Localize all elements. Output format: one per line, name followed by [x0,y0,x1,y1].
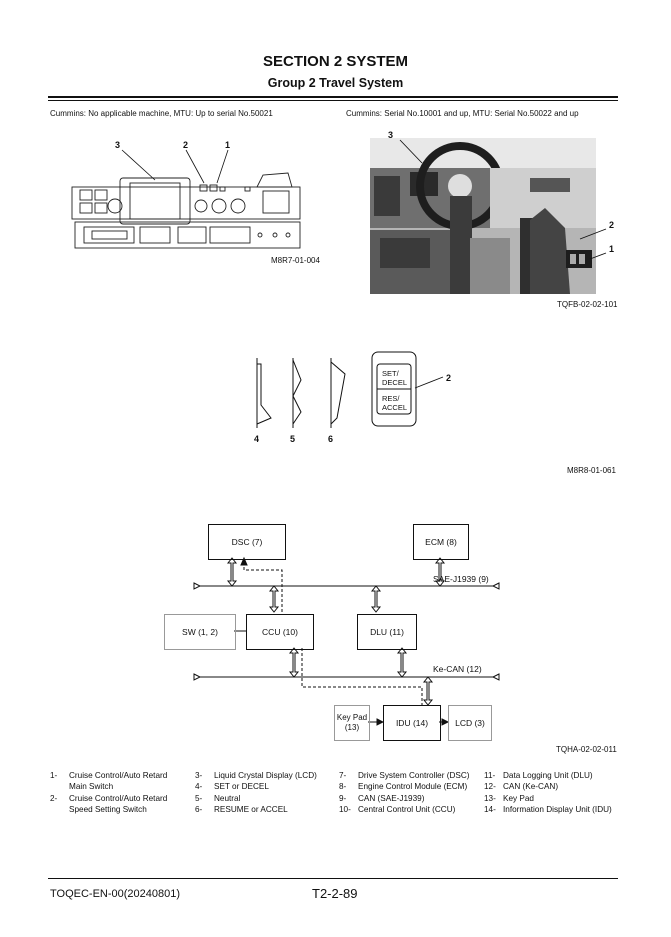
legend-text: Information Display Unit (IDU) [503,804,612,814]
legend-number: 1- [50,771,58,780]
legend-number: 5- [195,793,203,803]
footer-doc-code: TOQEC-EN-00(20240801) [50,888,181,900]
legend-item: 12- CAN (Ke-CAN) [484,781,612,792]
legend-item: 2- Cruise Control/Auto Retard Speed Setti… [50,793,167,816]
footer-rule [48,878,618,879]
lcd-block: LCD (3) [448,705,492,741]
legend-number: 11- [484,771,496,780]
switch-res-accel-label: RES/ ACCEL [382,394,408,412]
left-callout-3: 3 [115,140,121,150]
switch-label-5: 5 [290,434,296,444]
legend-item: 13- Key Pad [484,793,612,804]
legend-item: 11- Data Logging Unit (DLU) [484,770,612,781]
legend-text: Liquid Crystal Display (LCD) [214,771,317,780]
right-figure-caption: Cummins: Serial No.10001 and up, MTU: Se… [346,109,579,118]
block-diagram-lines [193,556,500,726]
legend-text: Neutral [214,793,241,803]
legend-item: 6- RESUME or ACCEL [195,804,317,815]
switch-positions-illustration [256,351,444,428]
header-rule-thin [48,100,618,101]
left-callout-2: 2 [183,140,189,150]
right-callout-leaders [399,139,607,260]
switch-label-6: 6 [328,434,334,444]
idu-block: IDU (14) [383,705,441,741]
legend-column-2: 3- Liquid Crystal Display (LCD) 4- SET or … [195,770,317,815]
legend-text: Data Logging Unit (DLU) [503,771,593,780]
right-callout-1: 1 [609,244,615,254]
legend-text: Engine Control Module (ECM) [358,782,468,792]
legend-column-1: 1- Cruise Control/Auto Retard Main Switch… [50,770,167,815]
legend-number: 6- [195,804,203,814]
right-callout-3: 3 [388,130,394,140]
header-rule-thick [48,96,618,98]
dashboard-illustration [71,149,301,249]
legend-number: 2- [50,793,58,803]
right-callout-2: 2 [609,220,615,230]
switch-label-4: 4 [254,434,260,444]
section-title: SECTION 2 SYSTEM [262,53,409,70]
legend-number: 14- [484,804,496,814]
dlu-block: DLU (11) [357,614,417,650]
footer-page-number: T2-2-89 [312,886,358,901]
legend-item: 1- Cruise Control/Auto Retard Main Switch [50,770,167,793]
sw-block: SW (1, 2) [164,614,236,650]
legend-number: 13- [484,793,496,803]
group-title: Group 2 Travel System [267,76,404,90]
legend-text: Cruise Control/Auto Retard Main Switch [69,771,168,792]
legend-number: 7- [339,771,347,780]
legend-text: Drive System Controller (DSC) [358,771,470,780]
legend-item: 14- Information Display Unit (IDU) [484,804,612,815]
switch-set-decel-label: SET/ DECEL [382,369,408,387]
cab-photo-illustration [370,138,596,294]
legend-column-3: 7- Drive System Controller (DSC) 8- Engine… [339,770,469,815]
legend-item: 7- Drive System Controller (DSC) [339,770,469,781]
ecm-block: ECM (8) [413,524,469,560]
legend-number: 8- [339,782,347,792]
legend-item: 5- Neutral [195,793,317,804]
legend-number: 9- [339,793,347,803]
legend-item: 8- Engine Control Module (ECM) [339,781,469,792]
ccu-block: CCU (10) [246,614,314,650]
sae-bus-label: SAE-J1939 (9) [433,574,489,584]
left-figure-caption: Cummins: No applicable machine, MTU: Up … [50,109,273,118]
switch-figure-code: M8R8-01-061 [567,466,616,475]
right-figure-code: TQFB-02-02-101 [557,300,618,309]
key-pad-block: Key Pad (13) [334,705,370,741]
legend-text: CAN (SAE-J1939) [358,793,425,803]
left-figure-code: M8R7-01-004 [271,256,320,265]
legend-number: 3- [195,771,203,780]
legend-item: 9- CAN (SAE-J1939) [339,793,469,804]
legend-text: SET or DECEL [214,782,269,792]
legend-item: 10- Central Control Unit (CCU) [339,804,469,815]
block-diagram-code: TQHA-02-02-011 [556,745,617,754]
switch-callout-2: 2 [446,373,452,383]
legend-text: Central Control Unit (CCU) [358,804,456,814]
left-callout-1: 1 [225,140,231,150]
legend-item: 3- Liquid Crystal Display (LCD) [195,770,317,781]
legend-number: 12- [484,782,496,792]
legend-column-4: 11- Data Logging Unit (DLU) 12- CAN (Ke-CA… [484,770,612,815]
legend-number: 10- [339,804,351,814]
legend-item: 4- SET or DECEL [195,781,317,792]
legend-text: Cruise Control/Auto Retard Speed Setting… [69,793,168,814]
legend-number: 4- [195,782,203,792]
legend-text: RESUME or ACCEL [214,804,288,814]
legend-text: CAN (Ke-CAN) [503,782,559,792]
ke-can-label: Ke-CAN (12) [433,664,482,674]
dsc-block: DSC (7) [208,524,286,560]
legend-text: Key Pad [503,793,534,803]
